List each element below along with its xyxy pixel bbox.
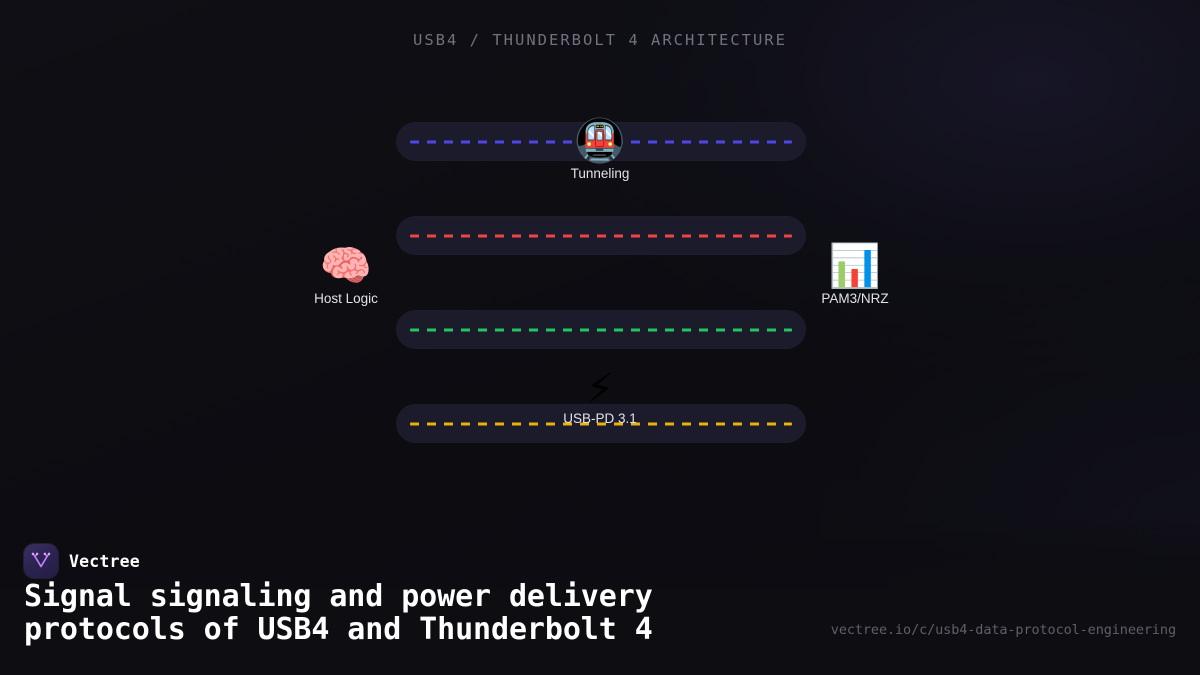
diagram-title: USB4 / THUNDERBOLT 4 ARCHITECTURE xyxy=(413,31,787,49)
brand-row: Vectree xyxy=(24,544,140,578)
vectree-logo-icon xyxy=(24,544,58,578)
node-usb-pd-label: USB-PD 3.1 xyxy=(563,411,637,426)
metro-train-icon: 🚇 xyxy=(573,116,627,165)
footer-overlay xyxy=(0,517,1200,675)
source-url: vectree.io/c/usb4-data-protocol-engineer… xyxy=(830,622,1176,638)
brain-icon: 🧠 xyxy=(319,241,373,290)
headline: Signal signaling and power delivery prot… xyxy=(24,579,653,647)
lane-tunneling xyxy=(396,122,806,161)
node-pam3-nrz-label: PAM3/NRZ xyxy=(821,291,889,306)
node-host-logic-label: Host Logic xyxy=(314,291,378,306)
node-tunneling: 🚇 Tunneling xyxy=(525,118,675,182)
lightning-bolt-icon: ⚡ xyxy=(585,364,615,413)
lane-protocol xyxy=(396,216,806,255)
lane-tunneling-dashed-line xyxy=(410,140,792,143)
lane-power-dashed-line xyxy=(410,422,792,425)
lane-signaling-dashed-line xyxy=(410,328,792,331)
node-pam3-nrz: 📊 PAM3/NRZ xyxy=(780,243,930,307)
lane-signaling xyxy=(396,310,806,349)
bar-chart-icon: 📊 xyxy=(828,241,882,290)
lane-power xyxy=(396,404,806,443)
node-tunneling-label: Tunneling xyxy=(570,166,630,181)
lane-protocol-dashed-line xyxy=(410,234,792,237)
node-host-logic: 🧠 Host Logic xyxy=(271,243,421,307)
node-usb-pd: ⚡ USB-PD 3.1 xyxy=(525,366,675,427)
brand-name: Vectree xyxy=(69,551,140,571)
